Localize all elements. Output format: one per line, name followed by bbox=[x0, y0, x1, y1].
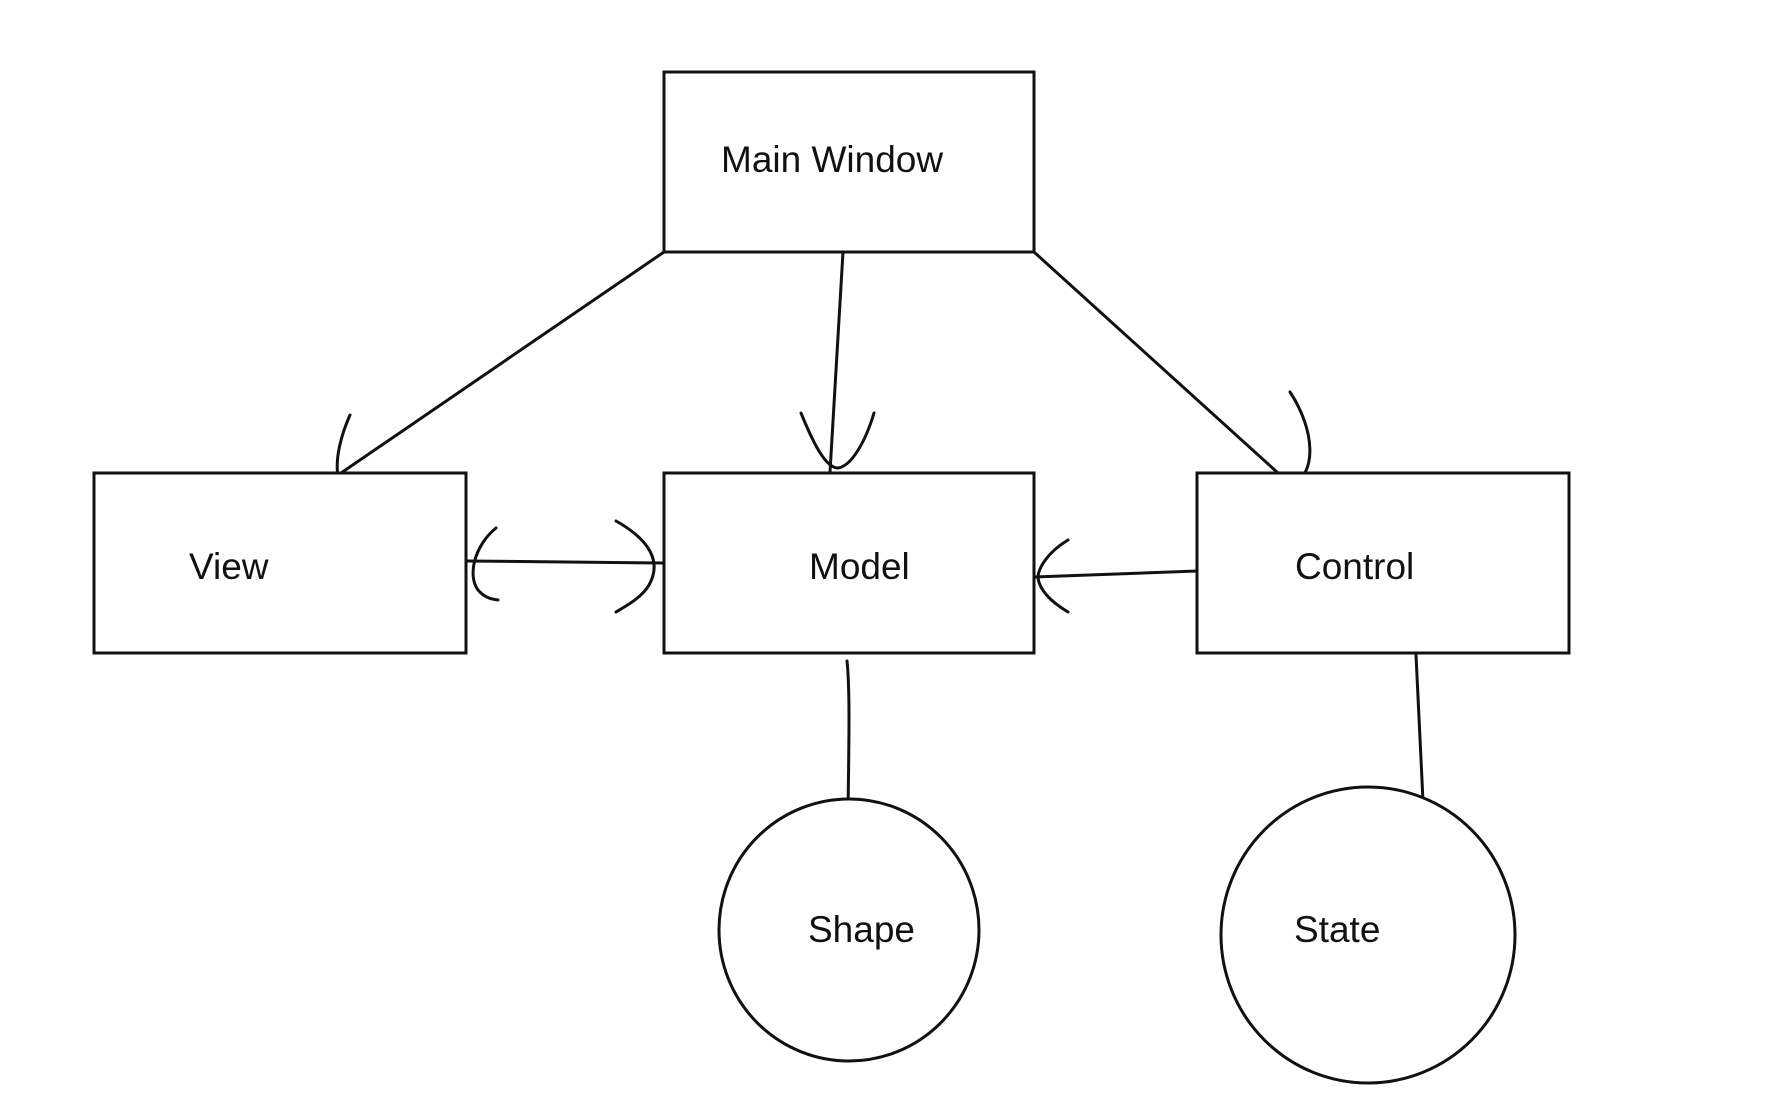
edge-main-window-to-view bbox=[339, 250, 666, 475]
main-window-label: Main Window bbox=[721, 139, 943, 180]
node-view: View bbox=[92, 471, 468, 655]
edge-control-to-model bbox=[1032, 569, 1199, 579]
control-label: Control bbox=[1295, 546, 1414, 587]
node-shape: Shape bbox=[717, 797, 981, 1063]
state-circle bbox=[1219, 785, 1517, 1085]
arrowhead-model-from-main-window bbox=[799, 411, 876, 470]
model-label: Model bbox=[809, 546, 910, 587]
edge-control-to-state bbox=[1414, 653, 1426, 824]
state-label: State bbox=[1294, 909, 1380, 950]
node-control: Control bbox=[1195, 471, 1571, 655]
control-box bbox=[1195, 471, 1571, 655]
edge-view-model bbox=[465, 559, 666, 565]
shape-circle bbox=[717, 797, 981, 1063]
arrowhead-model-from-view bbox=[614, 519, 656, 614]
arrowhead-view-from-model bbox=[471, 526, 500, 602]
node-state: State bbox=[1219, 785, 1517, 1085]
main-window-box bbox=[662, 70, 1036, 254]
edge-main-window-to-control bbox=[1032, 250, 1280, 475]
view-box bbox=[92, 471, 468, 655]
edges bbox=[339, 250, 1426, 824]
node-main-window: Main Window bbox=[662, 70, 1036, 254]
shape-label: Shape bbox=[808, 909, 915, 950]
edge-main-window-to-model bbox=[828, 250, 845, 474]
node-model: Model bbox=[662, 471, 1036, 655]
view-label: View bbox=[189, 546, 269, 587]
model-box bbox=[662, 471, 1036, 655]
arrowhead-model-from-control bbox=[1036, 538, 1070, 614]
edge-model-to-shape bbox=[845, 659, 851, 814]
